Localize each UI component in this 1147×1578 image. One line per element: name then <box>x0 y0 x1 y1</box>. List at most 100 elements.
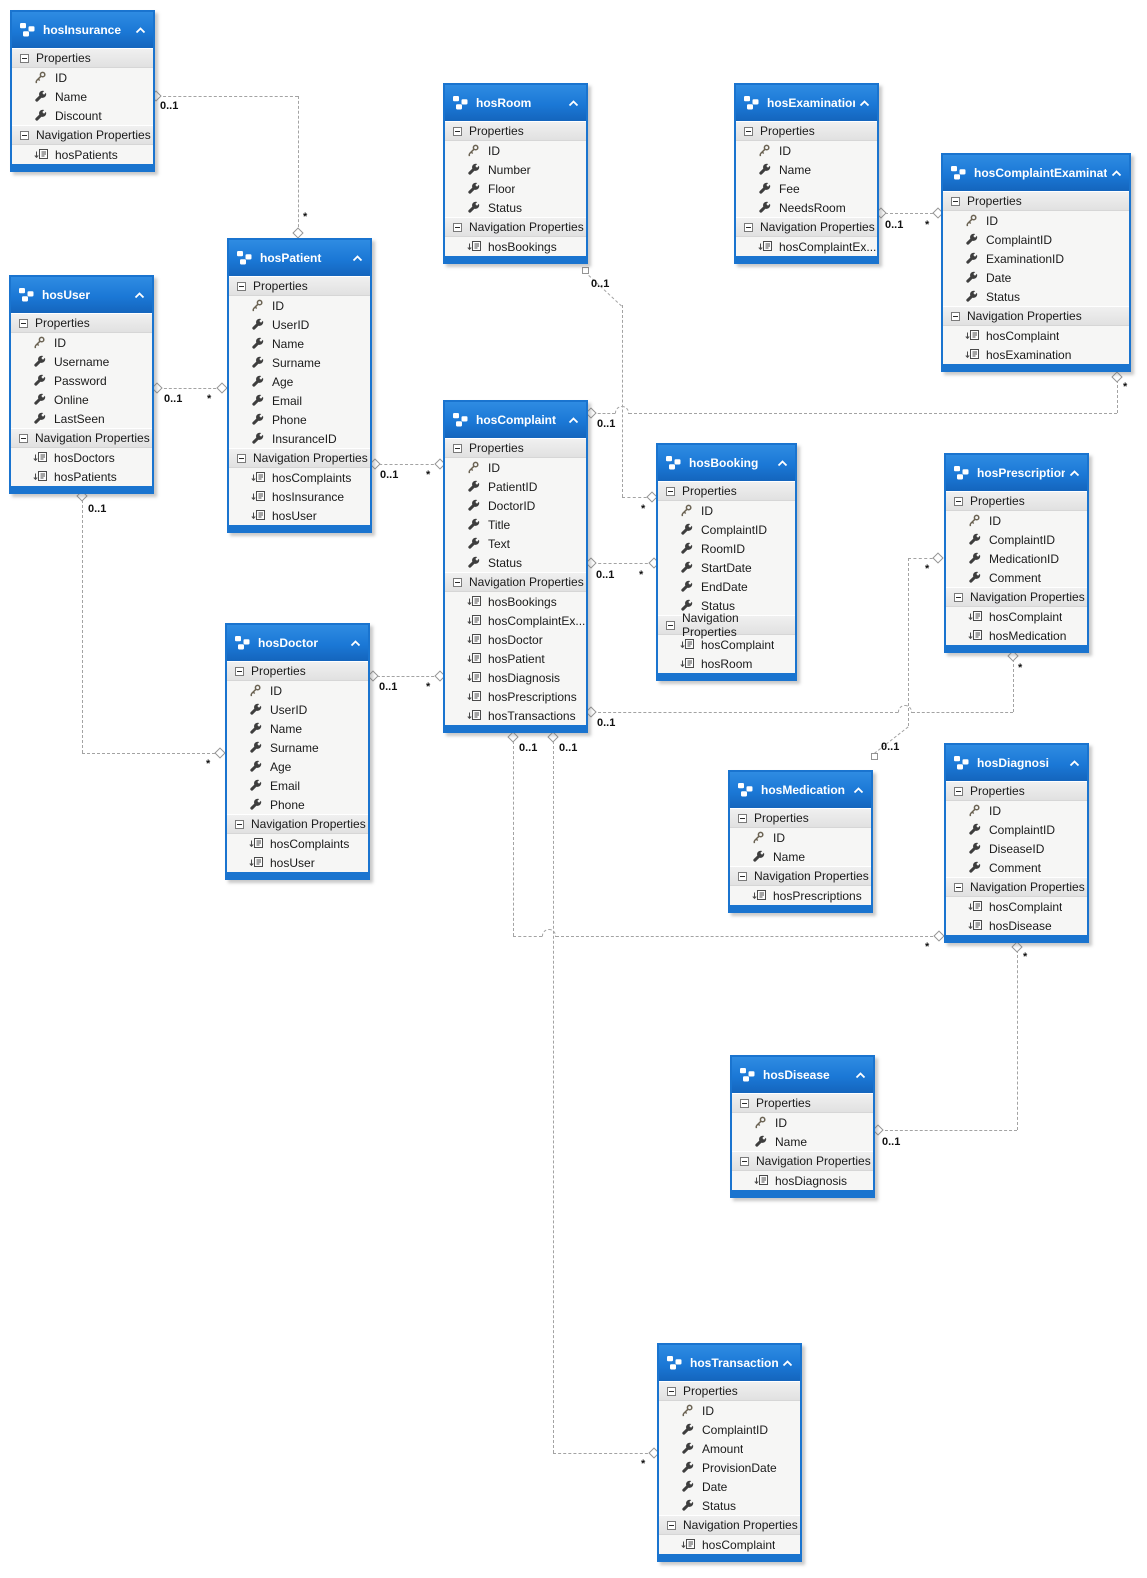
property-row[interactable]: PatientID <box>445 477 586 496</box>
navigation-section-header[interactable]: Navigation Properties <box>732 1151 873 1171</box>
property-row[interactable]: Fee <box>736 179 877 198</box>
entity-title-bar[interactable]: hosRoom <box>445 85 586 121</box>
navigation-property-row[interactable]: hosPrescriptions <box>445 687 586 706</box>
property-row[interactable]: ID <box>943 211 1129 230</box>
entity-title-bar[interactable]: hosDoctor <box>227 625 368 661</box>
collapse-chevron-icon[interactable] <box>777 459 788 467</box>
entity-title-bar[interactable]: hosMedication <box>730 772 871 808</box>
property-row[interactable]: ComplaintID <box>946 530 1087 549</box>
property-row[interactable]: ID <box>659 1401 800 1420</box>
property-row[interactable]: ComplaintID <box>659 1420 800 1439</box>
connector-line[interactable] <box>372 676 439 677</box>
properties-section-header[interactable]: Properties <box>943 191 1129 211</box>
property-row[interactable]: Password <box>11 371 152 390</box>
navigation-property-row[interactable]: hosComplaintEx... <box>445 611 586 630</box>
collapse-minus-icon[interactable] <box>453 577 462 587</box>
properties-section-header[interactable]: Properties <box>229 276 370 296</box>
entity-title-bar[interactable]: hosDiagnosi <box>946 745 1087 781</box>
navigation-section-header[interactable]: Navigation Properties <box>659 1515 800 1535</box>
collapse-minus-icon[interactable] <box>19 433 28 443</box>
entity-title-bar[interactable]: hosPatient <box>229 240 370 276</box>
property-row[interactable]: Age <box>229 372 370 391</box>
property-row[interactable]: ID <box>946 801 1087 820</box>
collapse-minus-icon[interactable] <box>738 871 747 881</box>
properties-section-header[interactable]: Properties <box>736 121 877 141</box>
property-row[interactable]: ID <box>445 141 586 160</box>
property-row[interactable]: ID <box>229 296 370 315</box>
navigation-property-row[interactable]: hosBookings <box>445 237 586 256</box>
collapse-minus-icon[interactable] <box>954 882 963 892</box>
connector-line[interactable] <box>1013 659 1014 712</box>
connector-line[interactable] <box>553 741 554 1453</box>
property-row[interactable]: RoomID <box>658 539 795 558</box>
navigation-property-row[interactable]: hosUser <box>227 853 368 872</box>
property-row[interactable]: Name <box>12 87 153 106</box>
navigation-property-row[interactable]: hosPatients <box>11 467 152 486</box>
collapse-minus-icon[interactable] <box>667 1386 676 1396</box>
property-row[interactable]: Email <box>227 776 368 795</box>
property-row[interactable]: Email <box>229 391 370 410</box>
property-row[interactable]: Username <box>11 352 152 371</box>
collapse-minus-icon[interactable] <box>19 318 28 328</box>
property-row[interactable]: Comment <box>946 858 1087 877</box>
navigation-property-row[interactable]: hosComplaints <box>227 834 368 853</box>
property-row[interactable]: LastSeen <box>11 409 152 428</box>
navigation-property-row[interactable]: hosComplaint <box>658 635 795 654</box>
connector-line[interactable] <box>553 1453 653 1454</box>
property-row[interactable]: Floor <box>445 179 586 198</box>
collapse-minus-icon[interactable] <box>237 281 246 291</box>
navigation-section-header[interactable]: Navigation Properties <box>730 866 871 886</box>
collapse-minus-icon[interactable] <box>453 126 462 136</box>
collapse-chevron-icon[interactable] <box>1111 169 1122 177</box>
entity-title-bar[interactable]: hosPrescription <box>946 455 1087 491</box>
properties-section-header[interactable]: Properties <box>946 781 1087 801</box>
property-row[interactable]: ComplaintID <box>943 230 1129 249</box>
property-row[interactable]: Comment <box>946 568 1087 587</box>
properties-section-header[interactable]: Properties <box>946 491 1087 511</box>
collapse-minus-icon[interactable] <box>954 496 963 506</box>
property-row[interactable]: Text <box>445 534 586 553</box>
connector-line[interactable] <box>622 497 652 498</box>
collapse-minus-icon[interactable] <box>954 592 963 602</box>
navigation-section-header[interactable]: Navigation Properties <box>227 814 368 834</box>
properties-section-header[interactable]: Properties <box>227 661 368 681</box>
navigation-property-row[interactable]: hosMedication <box>946 626 1087 645</box>
collapse-minus-icon[interactable] <box>744 126 753 136</box>
property-row[interactable]: Name <box>227 719 368 738</box>
property-row[interactable]: EndDate <box>658 577 795 596</box>
collapse-chevron-icon[interactable] <box>135 26 146 34</box>
navigation-property-row[interactable]: hosTransactions <box>445 706 586 725</box>
entity-title-bar[interactable]: hosDisease <box>732 1057 873 1093</box>
navigation-property-row[interactable]: hosComplaint <box>946 607 1087 626</box>
collapse-minus-icon[interactable] <box>20 130 29 140</box>
collapse-minus-icon[interactable] <box>740 1098 749 1108</box>
collapse-minus-icon[interactable] <box>235 819 244 829</box>
collapse-minus-icon[interactable] <box>237 453 246 463</box>
properties-section-header[interactable]: Properties <box>12 48 153 68</box>
connector-line[interactable] <box>912 712 1013 713</box>
connector-line[interactable] <box>880 1130 1017 1131</box>
property-row[interactable]: ID <box>11 333 152 352</box>
entity-title-bar[interactable]: hosTransaction <box>659 1345 800 1381</box>
navigation-section-header[interactable]: Navigation Properties <box>943 306 1129 326</box>
navigation-property-row[interactable]: hosBookings <box>445 592 586 611</box>
property-row[interactable]: ID <box>12 68 153 87</box>
collapse-chevron-icon[interactable] <box>853 786 864 794</box>
collapse-minus-icon[interactable] <box>453 222 462 232</box>
navigation-property-row[interactable]: hosComplaint <box>943 326 1129 345</box>
property-row[interactable]: UserID <box>227 700 368 719</box>
property-row[interactable]: Phone <box>227 795 368 814</box>
property-row[interactable]: Name <box>730 847 871 866</box>
entity-title-bar[interactable]: hosBooking <box>658 445 795 481</box>
properties-section-header[interactable]: Properties <box>445 438 586 458</box>
property-row[interactable]: Surname <box>227 738 368 757</box>
property-row[interactable]: ProvisionDate <box>659 1458 800 1477</box>
property-row[interactable]: MedicationID <box>946 549 1087 568</box>
entity-title-bar[interactable]: hosExamination <box>736 85 877 121</box>
